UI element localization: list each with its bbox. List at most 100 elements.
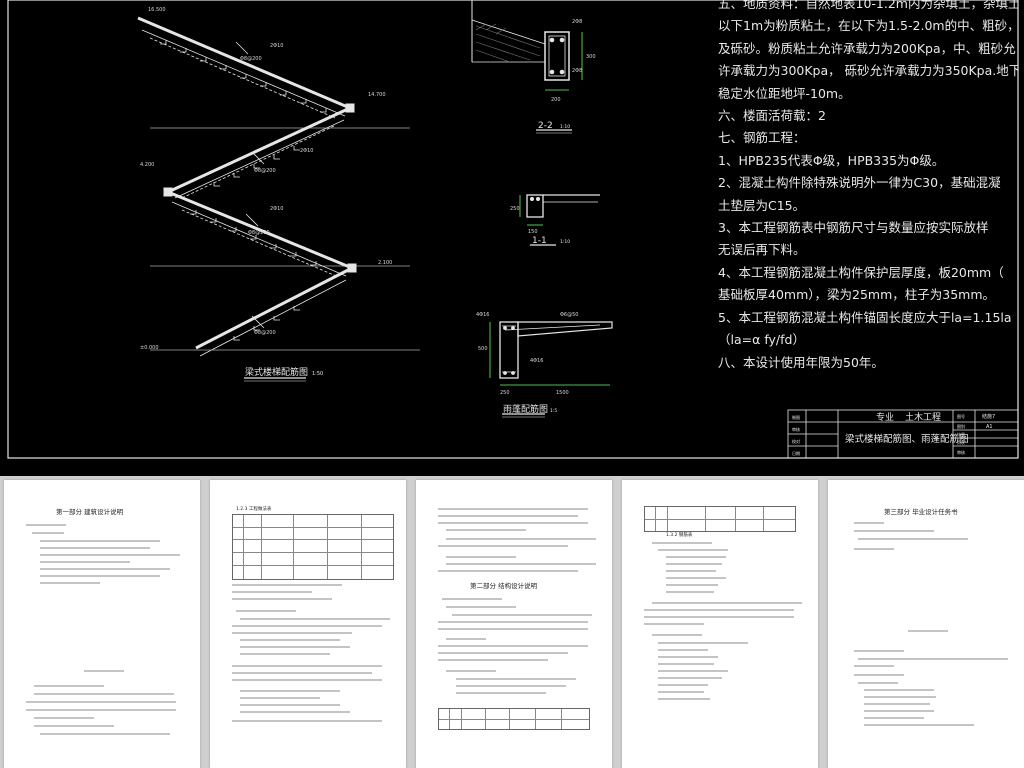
dim-label: 250 bbox=[510, 206, 520, 212]
text-line bbox=[240, 711, 350, 713]
document-page-thumbnail[interactable]: 1.2.3 工程做法表 bbox=[210, 480, 406, 768]
stair-slab-thick bbox=[137, 16, 351, 110]
tb-label: 制图 bbox=[792, 414, 800, 420]
rebar-dot bbox=[511, 326, 515, 330]
text-line bbox=[40, 547, 150, 549]
text-line bbox=[26, 701, 176, 703]
text-line bbox=[240, 618, 390, 620]
canopy-rebar bbox=[502, 325, 516, 373]
text-line bbox=[232, 591, 312, 593]
elev-label: 4.200 bbox=[140, 162, 154, 168]
table bbox=[644, 506, 796, 532]
canopy-drawing bbox=[489, 321, 613, 418]
text-line bbox=[652, 634, 702, 636]
rebar-label: Φ8@200 bbox=[254, 168, 276, 174]
section-2-2-scale: 1:10 bbox=[560, 124, 570, 130]
text-line bbox=[864, 724, 974, 726]
stair-steps bbox=[181, 209, 337, 277]
note-line: 基础板厚40mm），梁为25mm，柱子为35mm。 bbox=[718, 287, 996, 303]
tb-label: 校对 bbox=[792, 438, 800, 444]
step-marks bbox=[190, 210, 317, 266]
text-line bbox=[438, 659, 548, 661]
text-line bbox=[232, 598, 332, 600]
text-line bbox=[84, 670, 124, 672]
document-page-thumbnail[interactable]: 第三部分 毕业设计任务书 bbox=[828, 480, 1024, 768]
rebar-dot bbox=[503, 326, 507, 330]
note-line: 1、HPB235代表Φ级，HPB335为Φ级。 bbox=[718, 152, 945, 168]
text-line bbox=[446, 538, 596, 540]
canopy-title: 雨蓬配筋图 bbox=[503, 403, 548, 415]
text-line bbox=[446, 670, 496, 672]
text-line bbox=[40, 733, 170, 735]
tb-drawing-name: 梁式楼梯配筋图、雨蓬配筋图 bbox=[845, 433, 969, 445]
text-line bbox=[864, 717, 924, 719]
leader-line bbox=[235, 41, 249, 55]
stair-slab-line bbox=[171, 201, 347, 277]
text-line bbox=[452, 614, 592, 616]
beam-section bbox=[526, 194, 544, 218]
text-line bbox=[854, 674, 904, 676]
dim-label: 150 bbox=[528, 229, 538, 235]
dim-label: 1500 bbox=[556, 390, 569, 396]
text-line bbox=[658, 663, 714, 665]
note-line: 土垫层为C15。 bbox=[718, 197, 806, 213]
text-line bbox=[26, 709, 176, 711]
note-line: 五、地质资料：自然地表10-1.2m内为杂填土，杂填土 bbox=[718, 0, 1018, 11]
text-line bbox=[232, 679, 382, 681]
tb-label: 页次 bbox=[957, 439, 965, 445]
text-line bbox=[240, 653, 330, 655]
design-notes: 五、地质资料：自然地表10-1.2m内为杂填土，杂填土 以下1m为粉质粘土，在以… bbox=[718, 0, 1018, 374]
text-line bbox=[438, 522, 588, 524]
text-line bbox=[456, 678, 576, 680]
text-line bbox=[40, 554, 180, 556]
elev-label: 14.700 bbox=[368, 92, 386, 98]
step-marks bbox=[160, 40, 327, 113]
text-line bbox=[864, 703, 930, 705]
text-line bbox=[232, 584, 342, 586]
text-line bbox=[240, 690, 340, 692]
rebar-dot bbox=[503, 371, 507, 375]
text-line bbox=[854, 665, 894, 667]
text-line bbox=[438, 545, 568, 547]
rebar-label: Φ6@50 bbox=[560, 312, 578, 318]
text-line bbox=[34, 685, 104, 687]
stair-slab-line bbox=[199, 279, 347, 357]
document-page-thumbnail[interactable]: 第一部分 建筑设计说明 bbox=[4, 480, 200, 768]
note-line: 稳定水位距地坪-10m。 bbox=[718, 85, 851, 101]
rebar-dot bbox=[549, 69, 555, 75]
rebar-dot bbox=[536, 197, 540, 201]
text-line bbox=[864, 696, 936, 698]
tb-label: 日期 bbox=[792, 450, 800, 456]
note-line: 无误后再下料。 bbox=[718, 242, 806, 258]
text-line bbox=[40, 568, 170, 570]
leader-line bbox=[251, 315, 265, 329]
note-line: 3、本工程钢筋表中钢筋尺寸与数量应按实际放样 bbox=[718, 220, 989, 236]
rebar-label: Φ8@200 bbox=[240, 56, 262, 62]
text-line bbox=[658, 549, 728, 551]
document-page-thumbnail[interactable]: 1.3.2 钢筋表 bbox=[622, 480, 818, 768]
text-line bbox=[658, 642, 748, 644]
leader-line bbox=[251, 151, 265, 165]
canopy-beam bbox=[499, 321, 519, 379]
text-line bbox=[854, 650, 904, 652]
text-line bbox=[446, 556, 516, 558]
leader-line bbox=[245, 213, 259, 227]
rebar-label: 2Φ10 bbox=[270, 43, 283, 49]
text-line bbox=[40, 561, 130, 563]
text-line bbox=[854, 548, 894, 550]
document-page-thumbnail[interactable]: 第二部分 结构设计说明 bbox=[416, 480, 612, 768]
dim-label: 500 bbox=[478, 346, 488, 352]
text-line bbox=[26, 524, 66, 526]
canopy-slab bbox=[517, 321, 613, 337]
stair-title: 梁式楼梯配筋图 bbox=[245, 366, 308, 378]
text-line bbox=[666, 577, 726, 579]
text-line bbox=[438, 508, 588, 510]
section-1-1-scale: 1:10 bbox=[560, 239, 570, 245]
step-marks bbox=[233, 306, 300, 341]
beam-section bbox=[544, 31, 570, 81]
dim-label: 300 bbox=[586, 54, 596, 60]
text-line bbox=[240, 697, 320, 699]
note-line: 许承载力为300Kpa， 砾砂允许承载力为350Kpa.地下 bbox=[718, 63, 1018, 79]
stair-slab-line bbox=[141, 29, 346, 117]
rebar-dot bbox=[549, 37, 555, 43]
